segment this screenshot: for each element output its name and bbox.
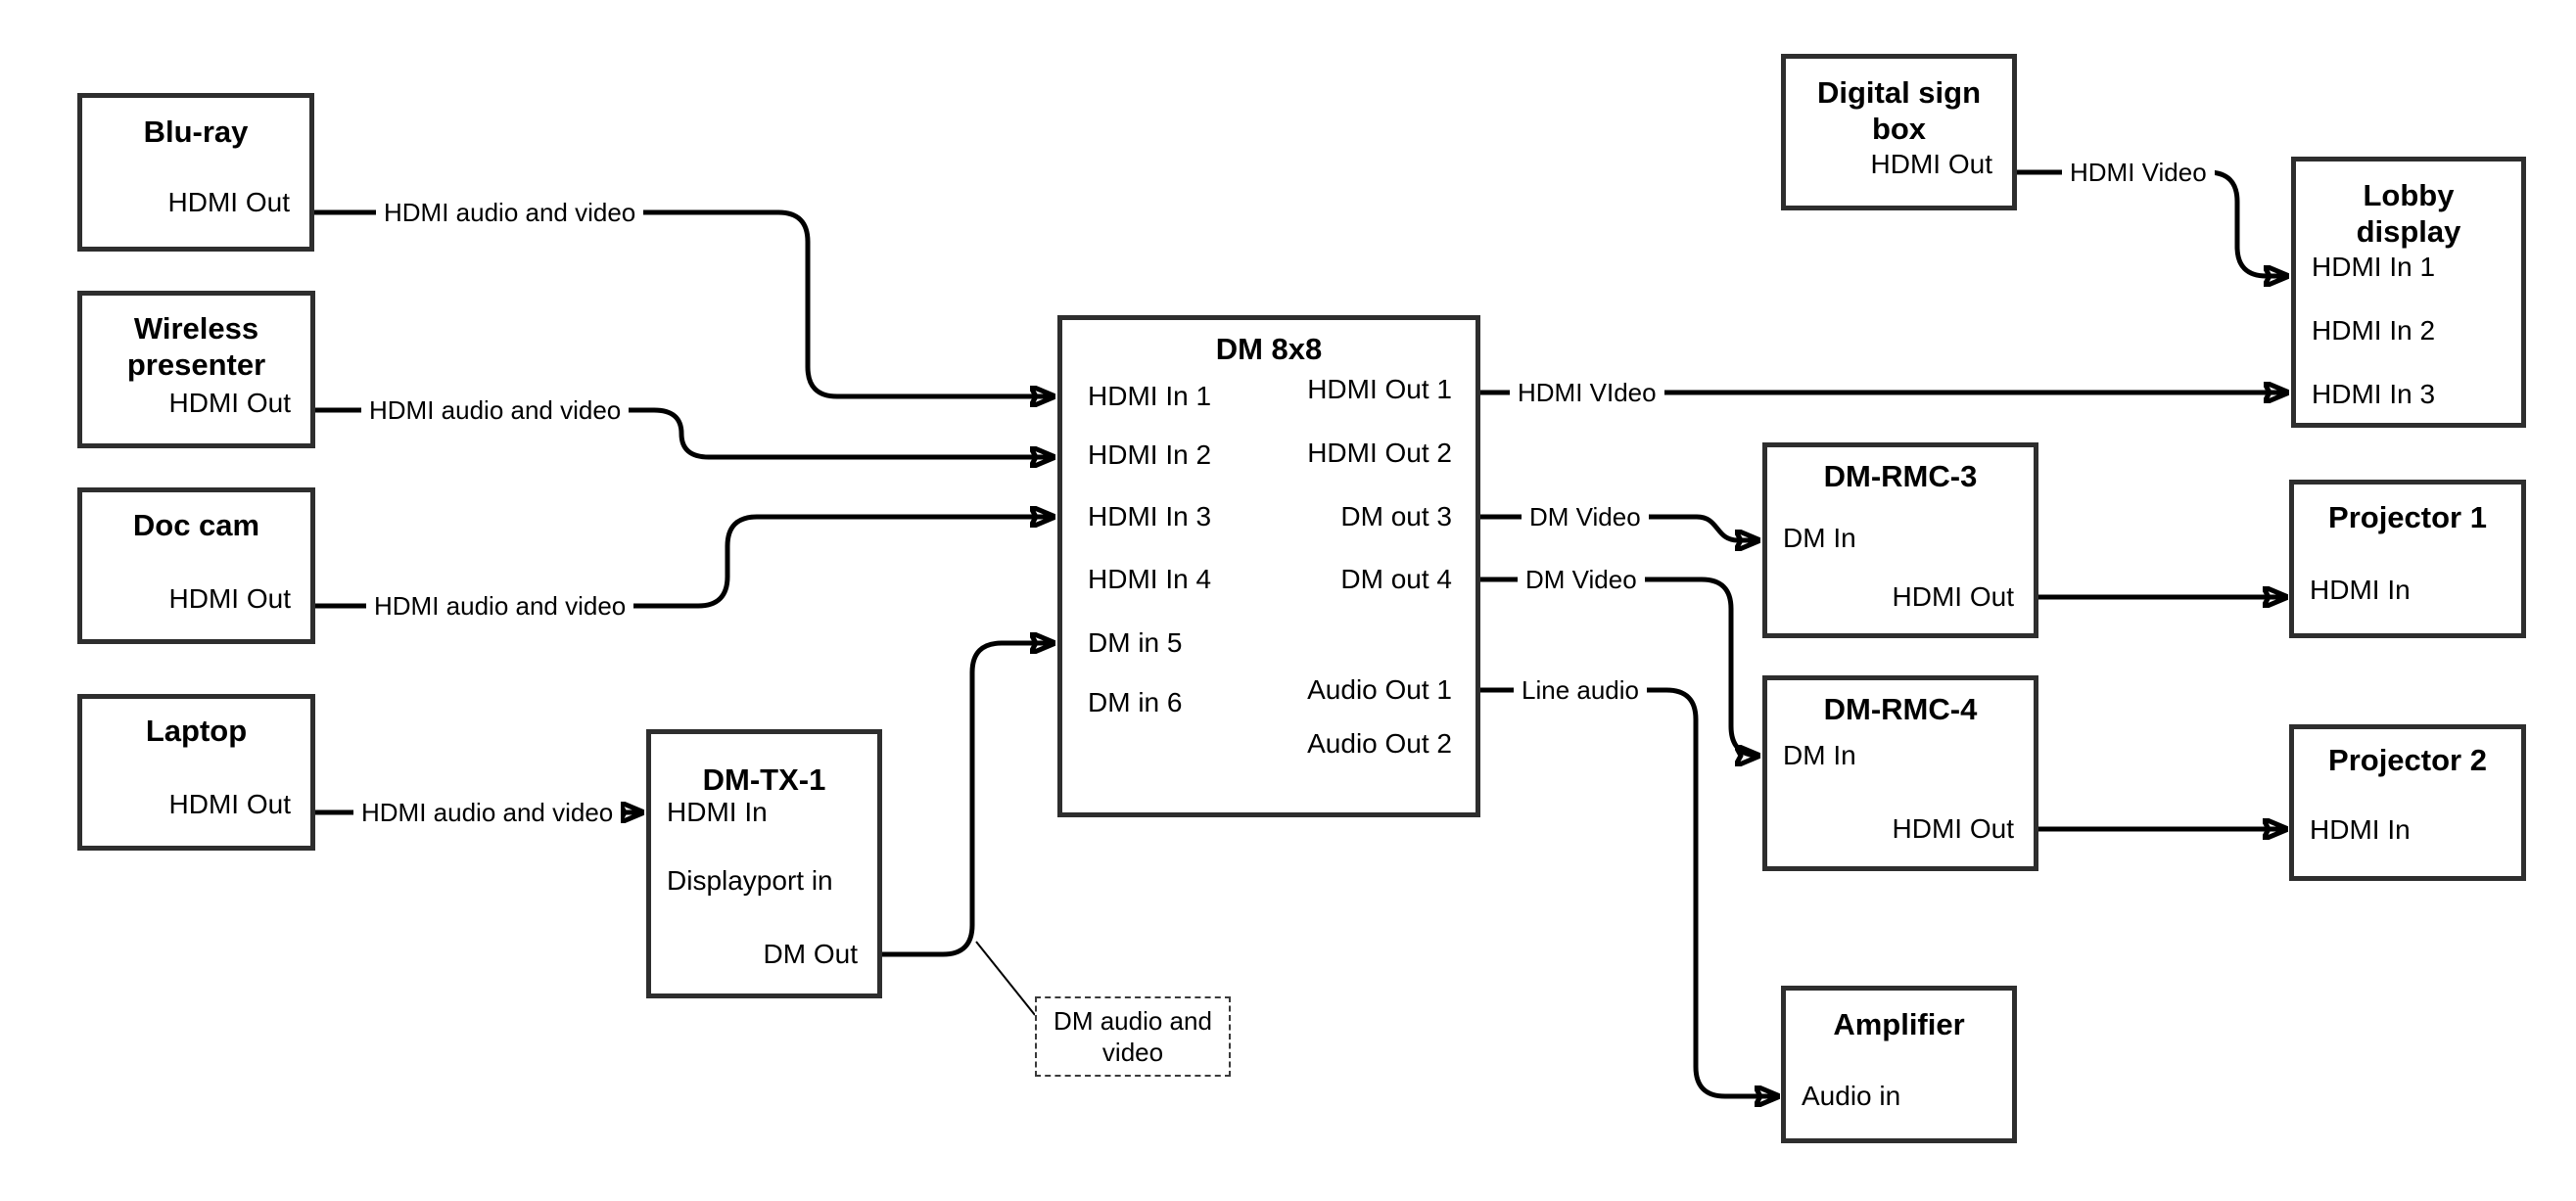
port-hdmi-in-4: HDMI In 4 (1088, 564, 1212, 594)
node-title: Projector 2 (2328, 743, 2487, 777)
node-title: Amplifier (1833, 1007, 1965, 1041)
cable-label-hdmi-video-out1: HDMI VIdeo (1510, 378, 1664, 407)
node-lobby-display: Lobby display HDMI In 1 HDMI In 2 HDMI I… (2291, 157, 2526, 428)
cable-digitalsign-to-lobby-in1 (2017, 169, 2288, 276)
node-title: DM-RMC-3 (1823, 459, 1978, 493)
port-hdmi-in-1: HDMI In 1 (1088, 381, 1212, 411)
cable-label-hdmi-av-wireless: HDMI audio and video (361, 395, 630, 425)
port-dm-out: DM Out (763, 939, 858, 969)
cable-dm8x8-out3-to-rmc3 (1480, 514, 1759, 540)
node-title: DM 8x8 (1215, 332, 1323, 366)
port-hdmi-in-1: HDMI In 1 (2312, 252, 2436, 282)
node-title-line-1: Wireless (133, 311, 259, 346)
port-displayport-in: Displayport in (667, 865, 833, 896)
node-title: Blu-ray (143, 115, 249, 149)
node-dm-rmc-3: DM-RMC-3 DM In HDMI Out (1762, 442, 2038, 638)
callout-leader-line (975, 941, 1036, 1016)
cable-label-hdmi-av-laptop: HDMI audio and video (353, 798, 622, 827)
node-title-line-2: presenter (126, 347, 266, 382)
cable-label-line-audio: Line audio (1514, 675, 1647, 705)
node-title-line-2: box (1871, 112, 1927, 146)
port-hdmi-in-3: HDMI In 3 (1088, 501, 1212, 531)
port-hdmi-out-1: HDMI Out 1 (1307, 374, 1452, 404)
callout-line-2: video (1101, 1038, 1164, 1067)
node-title-line-1: Digital sign (1816, 75, 1982, 110)
node-dm-tx-1: DM-TX-1 HDMI In Displayport in DM Out (646, 729, 882, 998)
node-projector-1: Projector 1 HDMI In (2289, 480, 2526, 638)
port-hdmi-out: HDMI Out (167, 187, 290, 217)
port-audio-in: Audio in (1802, 1081, 1901, 1111)
port-hdmi-in-3: HDMI In 3 (2312, 379, 2436, 409)
node-title: Lobby display (2296, 177, 2521, 250)
cable-dmtx1-to-dm8x8-in5 (882, 643, 1054, 957)
port-dm-out-3: DM out 3 (1340, 501, 1452, 531)
port-hdmi-out: HDMI Out (168, 789, 291, 819)
node-title: Digital sign box (1786, 74, 2012, 147)
port-hdmi-out: HDMI Out (1870, 149, 1992, 179)
node-doc-cam: Doc cam HDMI Out (77, 487, 315, 644)
node-dm-rmc-4: DM-RMC-4 DM In HDMI Out (1762, 675, 2038, 871)
node-title: Wireless presenter (82, 310, 310, 383)
cable-dm8x8-out4-to-rmc4 (1480, 577, 1759, 756)
node-dm-8x8: DM 8x8 HDMI In 1 HDMI In 2 HDMI In 3 HDM… (1057, 315, 1480, 817)
node-title: Laptop (145, 714, 248, 748)
cable-label-hdmi-av-bluray: HDMI audio and video (376, 198, 644, 227)
node-digital-sign-box: Digital sign box HDMI Out (1781, 54, 2017, 210)
cable-wireless-to-dm8x8-in2 (314, 407, 1054, 457)
port-dm-in-6: DM in 6 (1088, 687, 1183, 717)
cable-label-dm-video-out4: DM Video (1518, 565, 1645, 594)
node-title: DM-TX-1 (702, 762, 826, 797)
cable-dm8x8-audio1-to-amplifier (1480, 687, 1779, 1096)
port-hdmi-out: HDMI Out (1892, 581, 2014, 612)
port-hdmi-in: HDMI In (2310, 814, 2411, 845)
port-dm-in-5: DM in 5 (1088, 627, 1183, 658)
node-amplifier: Amplifier Audio in (1781, 986, 2017, 1143)
port-dm-in: DM In (1783, 523, 1856, 553)
callout-line-1: DM audio and (1054, 1006, 1212, 1036)
cable-bluray-to-dm8x8-in1 (314, 209, 1054, 396)
port-hdmi-out-2: HDMI Out 2 (1307, 438, 1452, 468)
port-dm-in: DM In (1783, 740, 1856, 770)
node-title: DM-RMC-4 (1823, 692, 1978, 726)
node-wireless-presenter: Wireless presenter HDMI Out (77, 291, 315, 448)
port-hdmi-in: HDMI In (667, 797, 768, 827)
port-hdmi-in-2: HDMI In 2 (1088, 439, 1212, 470)
node-title: Doc cam (132, 508, 260, 542)
port-audio-out-1: Audio Out 1 (1307, 674, 1452, 705)
callout-dm-audio-video: DM audio and video (1035, 996, 1231, 1077)
port-audio-out-2: Audio Out 2 (1307, 728, 1452, 759)
cable-label-hdmi-video-sign: HDMI Video (2062, 158, 2215, 187)
cable-label-dm-video-out3: DM Video (1522, 502, 1649, 531)
node-title-line-2: display (2356, 214, 2461, 249)
port-hdmi-out: HDMI Out (168, 388, 291, 418)
port-hdmi-in: HDMI In (2310, 575, 2411, 605)
node-blu-ray: Blu-ray HDMI Out (77, 93, 314, 252)
node-projector-2: Projector 2 HDMI In (2289, 724, 2526, 881)
cable-doccam-to-dm8x8-in3 (314, 517, 1054, 609)
node-title-line-1: Lobby (2363, 178, 2455, 212)
node-laptop: Laptop HDMI Out (77, 694, 315, 851)
port-hdmi-out: HDMI Out (168, 583, 291, 614)
port-hdmi-in-2: HDMI In 2 (2312, 315, 2436, 346)
port-dm-out-4: DM out 4 (1340, 564, 1452, 594)
cable-label-hdmi-av-doccam: HDMI audio and video (366, 591, 634, 621)
node-title: Projector 1 (2328, 500, 2487, 534)
port-hdmi-out: HDMI Out (1892, 813, 2014, 844)
